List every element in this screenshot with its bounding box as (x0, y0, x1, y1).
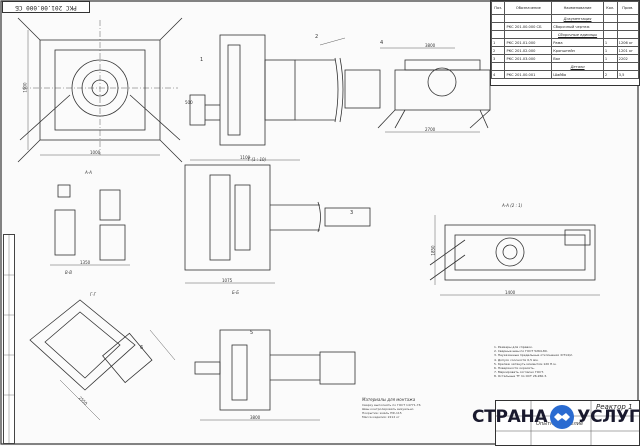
dim-label: 500 (185, 100, 193, 105)
specification-table: Поз. Обозначение Наименование Кол. Прим.… (490, 0, 640, 86)
spec-header-name: Наименование (551, 1, 604, 15)
tech-req-line: 4. Допуск соосности 0,5 мм. (494, 357, 539, 362)
view-mid-right-plan (429, 215, 600, 296)
view-mid-left-parts (50, 184, 130, 266)
section-label: Б-Б (232, 290, 239, 295)
dim-label: 2700 (425, 127, 436, 132)
spec-header-qty: Кол. (602, 1, 618, 15)
dim-label: 1900 (22, 82, 28, 93)
spec-header-code: Обозначение (504, 1, 553, 15)
handshake-icon-glyph (554, 413, 571, 421)
tech-req-line: 7. Маркировать согласно ГОСТ. (494, 370, 545, 375)
logo-text-part1: СТРАНА (472, 407, 548, 427)
tech-req-line: 8. Остальные ТТ по ОСТ 26.260.3. (494, 374, 548, 379)
leader-number: 1 (200, 57, 204, 63)
notes-body: Сварку выполнять по ГОСТ 14771-76 Швы ко… (362, 403, 482, 419)
spec-header-note: Прим. (616, 1, 640, 15)
dim-label: 3800 (250, 415, 261, 420)
notes-line: Масса изделия: 2212 кг (362, 415, 400, 419)
leader-number: 4 (380, 40, 384, 46)
view-top-right (377, 47, 491, 133)
dim-label: 1850 (430, 245, 436, 256)
tech-req-line: 5. Крепеж затянуть моментом 120 Н·м. (494, 361, 557, 366)
dim-label: 3800 (425, 43, 436, 48)
notes-line: Швы контролировать визуально (362, 407, 414, 411)
section-label: В-В (65, 270, 72, 275)
table-row: 4 РКС 201.00.001 Шайба 2 3,5 (490, 70, 640, 79)
dim-label: 1075 (222, 278, 233, 283)
tech-req-line: 3. Неуказанные предельные отклонения ±IT… (494, 353, 573, 358)
tech-req-line: 1. Размеры для справок. (494, 345, 533, 349)
section-label: А-А (85, 170, 92, 175)
spec-section-units: Сборочные единицы (490, 30, 640, 39)
section-label: А-А (2 : 1) (502, 203, 523, 208)
spec-header-row: Поз. Обозначение Наименование Кол. Прим. (490, 1, 640, 15)
handshake-icon (550, 405, 575, 429)
dim-label: 1400 (505, 290, 516, 295)
notes-title: Материалы для монтажа (362, 397, 416, 402)
tech-req-line: 2. Сварные швы по ГОСТ 5264-80. (494, 349, 548, 354)
view-mid-section (184, 164, 371, 284)
dim-label: 1000 (90, 150, 101, 155)
dim-label: 1350 (80, 260, 91, 265)
view-top-middle (189, 34, 381, 161)
title-block-sheet: Реактор 1 (596, 403, 633, 411)
leader-number: 2 (315, 34, 319, 40)
leader-number: 6 (140, 345, 144, 351)
tech-req-line: 6. Поверхности окрасить. (494, 366, 535, 371)
spec-section-parts: Детали (490, 62, 640, 71)
spec-header-pos: Поз. (490, 1, 506, 15)
notes-line: Покрытие: эмаль ПФ-115 (362, 411, 402, 415)
leader-number: 3 (350, 210, 354, 216)
drawing-code-stamp: РКС 201.00.000 СБ (2, 1, 90, 13)
table-row: 2 РКС 201.02.000 Кронштейн 1 1201 кг (490, 46, 640, 55)
section-label: Г (1 : 10) (248, 157, 267, 162)
section-label: Г-Г (90, 292, 96, 297)
logo-text-part2: УСЛУГ (577, 407, 640, 427)
dim-label: 1100 (240, 155, 251, 160)
watermark-logo: СТРАНА УСЛУГ (472, 403, 640, 431)
notes-line: Сварку выполнять по ГОСТ 14771-76 (362, 403, 421, 407)
spec-section-doc: Документация (490, 14, 640, 23)
side-stamp-grid (4, 235, 14, 443)
leader-number: 5 (250, 330, 254, 336)
table-row: 3 РКС 201.03.000 Вал 1 2202 (490, 54, 640, 63)
technical-requirements: 1. Размеры для справок. 2. Сварные швы п… (494, 345, 634, 379)
view-bottom-middle (194, 329, 356, 421)
table-row: РКС 201.00.000 СБ Сборочный чертеж (490, 22, 640, 31)
side-stamp-column (3, 234, 15, 444)
view-bottom-left (29, 299, 176, 421)
view-top-left (17, 17, 183, 163)
table-row: 1 РКС 201.01.000 Рама 1 1206 кг (490, 38, 640, 47)
